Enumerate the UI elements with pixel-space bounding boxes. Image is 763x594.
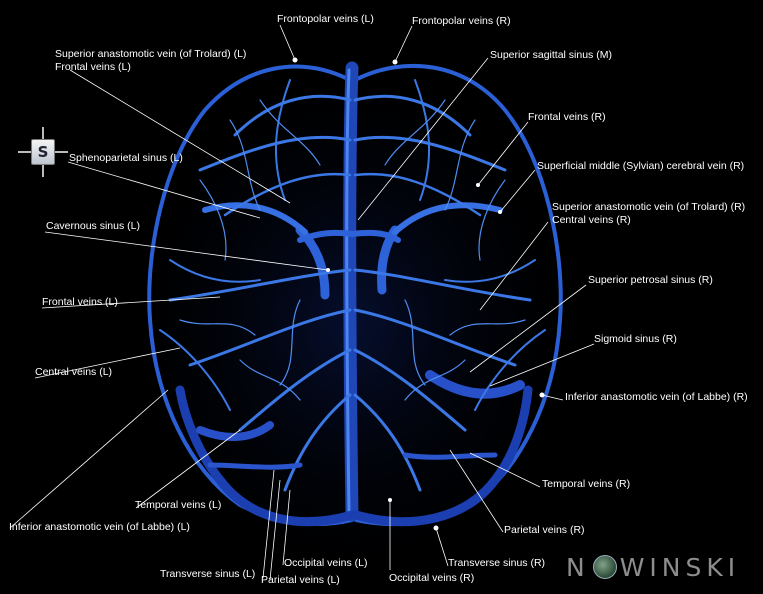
label-transverse-sinus-l: Transverse sinus (L) — [160, 568, 256, 580]
cortical-vein — [168, 268, 352, 302]
label-superior-sagittal-sinus: Superior sagittal sinus (M) — [490, 49, 612, 61]
cortical-vein — [233, 94, 352, 137]
leader-transverse-l — [262, 469, 275, 579]
cortical-vein — [444, 259, 536, 283]
leader-sigmoid-r — [489, 343, 595, 387]
cortical-vein — [274, 79, 291, 201]
cortical-vein — [238, 348, 352, 432]
label-frontopolar-veins-r: Frontopolar veins (R) — [412, 15, 511, 27]
leader-parietal-r — [449, 449, 504, 533]
nowinski-logo: N WINSKI — [566, 553, 740, 583]
vein-network — [147, 61, 563, 527]
label-sphenoparietal-sinus-l: Sphenoparietal sinus (L) — [69, 152, 183, 164]
cortical-vein — [188, 308, 352, 367]
cortical-vein — [353, 135, 507, 172]
cortical-vein — [353, 348, 467, 432]
transverse-sinus-right — [351, 385, 533, 527]
leader-frontopolar-l — [279, 24, 296, 61]
logo-globe-icon — [592, 555, 617, 579]
label-central-veins-l: Central veins (L) — [35, 366, 113, 378]
label-inferior-anastomotic-vein-r: Inferior anastomotic vein (of Labbe) (R) — [565, 391, 748, 403]
cortical-vein — [169, 259, 261, 283]
label-superficial-middle-cerebral-vein-r: Superficial middle (Sylvian) cerebral ve… — [537, 160, 745, 172]
cortical-vein — [353, 172, 482, 217]
leader-frontal-veins-l — [41, 296, 221, 309]
leader-central-veins-l — [34, 347, 181, 379]
cortical-vein — [283, 393, 352, 492]
superior-sagittal-sinus-highlight — [345, 68, 351, 514]
leader-temporal-r — [469, 452, 541, 488]
label-temporal-veins-l: Temporal veins (L) — [135, 499, 222, 511]
label-occipital-veins-l: Occipital veins (L) — [284, 557, 368, 569]
logo-text-left: N — [566, 553, 590, 582]
label-central-veins-r: Central veins (R) — [552, 214, 631, 226]
leader-temporal-l — [135, 429, 241, 509]
label-frontal-veins-l: Frontal veins (L) — [42, 296, 118, 308]
label-inferior-anastomotic-vein-l: Inferior anastomotic vein (of Labbe) (L) — [9, 521, 190, 533]
leader-inf-anastomotic-r — [541, 394, 564, 401]
leader-superior-petrosal-r — [469, 284, 587, 373]
leader-occipital-l — [282, 489, 291, 566]
cortical-vein — [207, 462, 303, 470]
leader-frontal-veins-r — [477, 121, 529, 186]
leader-transverse-r — [435, 527, 449, 567]
fine-vein — [179, 99, 321, 401]
label-transverse-sinus-r: Transverse sinus (R) — [448, 557, 546, 569]
leader-superficial-middle-r — [499, 169, 536, 213]
leader-sup-anastomotic-l — [69, 69, 291, 204]
label-superior-anastomotic-vein-r: Superior anastomotic vein (of Trolard) (… — [552, 201, 746, 213]
cortical-vein — [353, 393, 422, 492]
cortical-vein — [474, 329, 546, 411]
cortical-vein — [159, 329, 231, 411]
sphenoparietal-sinus-right — [392, 202, 503, 235]
orientation-cube-face[interactable]: S — [31, 139, 55, 165]
leader-parietal-l — [269, 479, 281, 581]
label-parietal-veins-l: Parietal veins (L) — [261, 574, 340, 586]
label-temporal-veins-r: Temporal veins (R) — [542, 478, 631, 490]
cortical-vein — [353, 308, 517, 367]
leader-inf-anastomotic-l — [9, 389, 169, 529]
label-parietal-veins-r: Parietal veins (R) — [504, 524, 585, 536]
cortical-vein — [198, 135, 352, 172]
label-frontopolar-veins-l: Frontopolar veins (L) — [277, 13, 374, 25]
leader-sphenoparietal-l — [67, 161, 261, 219]
label-superior-anastomotic-vein-l: Superior anastomotic vein (of Trolard) (… — [55, 48, 247, 60]
leader-central-veins-r — [479, 221, 549, 311]
cortical-vein — [353, 268, 532, 302]
logo-text-right: WINSKI — [619, 553, 741, 582]
cortical-vein — [353, 94, 472, 137]
sigmoid-sinus-left — [196, 421, 274, 441]
label-superior-petrosal-sinus-r: Superior petrosal sinus (R) — [588, 274, 713, 286]
superior-sagittal-sinus — [343, 61, 359, 522]
basal-vein — [297, 229, 401, 243]
leader-endpoints — [292, 57, 545, 531]
label-frontal-veins-l-top: Frontal veins (L) — [55, 61, 131, 73]
label-sigmoid-sinus-r: Sigmoid sinus (R) — [594, 333, 677, 345]
label-cavernous-sinus-l: Cavernous sinus (L) — [46, 220, 140, 232]
cortical-vein — [414, 79, 431, 201]
sigmoid-sinus-right — [425, 370, 525, 399]
leader-lines — [9, 24, 595, 581]
fine-vein — [384, 99, 526, 401]
cortical-vein — [223, 172, 352, 217]
leader-frontopolar-r — [394, 25, 413, 63]
leader-cavernous-l — [44, 231, 329, 271]
cavernous-sinus-right — [377, 225, 400, 295]
label-frontal-veins-r: Frontal veins (R) — [528, 111, 606, 123]
cortical-vein — [402, 452, 498, 460]
transverse-sinus-left — [175, 385, 357, 527]
orientation-cube[interactable]: S — [18, 127, 68, 177]
leader-superior-sagittal-sinus — [357, 57, 489, 221]
label-occipital-veins-r: Occipital veins (R) — [389, 572, 475, 584]
